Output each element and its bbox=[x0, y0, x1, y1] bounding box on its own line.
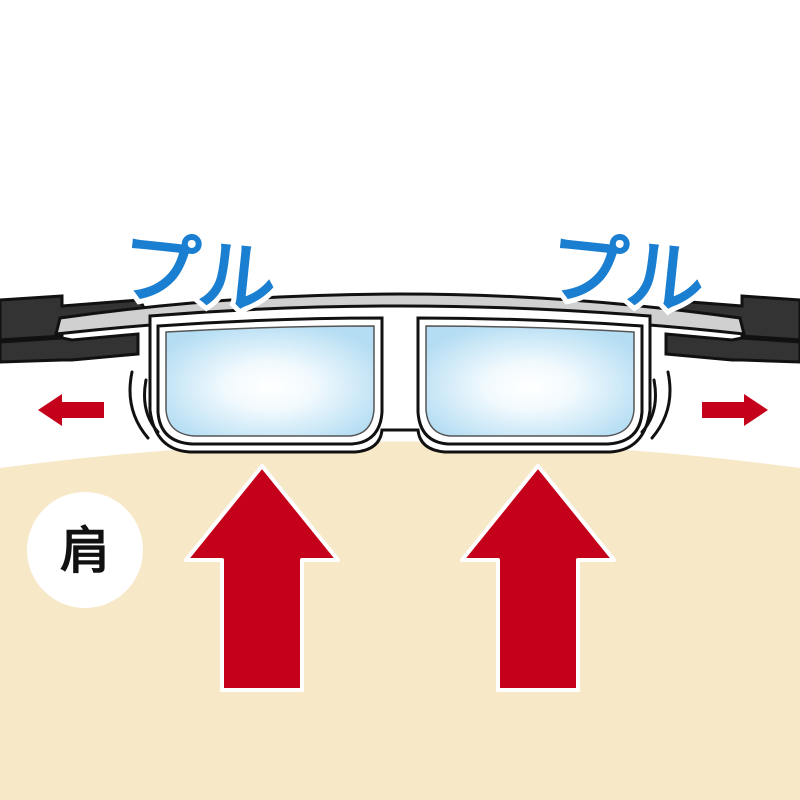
vibration-line-right-1 bbox=[650, 370, 672, 440]
right-lens-group bbox=[416, 316, 644, 446]
right-strap-lower bbox=[664, 332, 800, 364]
left-push-up-arrow bbox=[184, 464, 340, 692]
right-push-up-arrow bbox=[460, 464, 616, 692]
shoulder-surface bbox=[0, 441, 800, 800]
sound-effect-right: プル bbox=[544, 222, 709, 328]
left-lens-group bbox=[156, 316, 384, 446]
arrow-side-icon bbox=[38, 394, 768, 426]
right-outward-arrow bbox=[702, 394, 768, 426]
left-lens bbox=[165, 325, 375, 437]
vibration-line-right-2 bbox=[640, 378, 657, 434]
arrow-up-icon bbox=[184, 464, 616, 692]
shoulder-label: 肩 bbox=[60, 522, 110, 580]
sound-effect-left: プル bbox=[116, 222, 281, 328]
right-lens bbox=[425, 325, 635, 437]
shoulder-badge-circle bbox=[27, 492, 143, 608]
left-strap-lower bbox=[0, 332, 140, 364]
vibration-lines-icon bbox=[128, 370, 672, 440]
vibration-line-left-1 bbox=[128, 370, 150, 440]
left-outward-arrow bbox=[38, 394, 104, 426]
shoulder-badge: 肩 bbox=[27, 492, 143, 608]
vibration-line-left-2 bbox=[143, 378, 160, 434]
